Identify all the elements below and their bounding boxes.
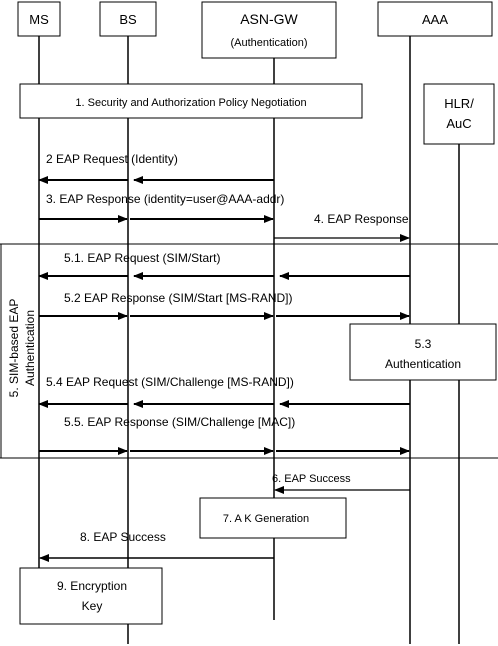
group-label-line2: Authentication xyxy=(23,310,37,386)
step-5-2-label: 5.2 EAP Response (SIM/Start [MS-RAND]) xyxy=(64,291,293,305)
step-9-box: 9. Encryption Key xyxy=(19,567,163,625)
entity-bs: BS xyxy=(99,1,157,37)
entity-ms: MS xyxy=(17,1,61,37)
step-1-label: 1. Security and Authorization Policy Neg… xyxy=(75,97,306,109)
entity-hlr-label: HLR/ xyxy=(444,96,474,111)
entity-aaa: AAA xyxy=(377,1,493,37)
step-5-1-message: 5.1. EAP Request (SIM/Start) xyxy=(38,251,410,280)
entity-ms-label: MS xyxy=(29,12,49,27)
step-5-3-label-line2: Authentication xyxy=(385,357,461,371)
entity-bs-label: BS xyxy=(119,12,137,27)
step-5-1-label: 5.1. EAP Request (SIM/Start) xyxy=(64,251,221,265)
step-5-4-message: 5.4 EAP Request (SIM/Challenge [MS-RAND]… xyxy=(38,375,410,408)
entity-asn-gw-sublabel: (Authentication) xyxy=(230,37,307,49)
step-5-2-message: 5.2 EAP Response (SIM/Start [MS-RAND]) xyxy=(39,291,410,320)
step-6-label: 6. EAP Success xyxy=(272,473,351,485)
step-9-label-line1: 9. Encryption xyxy=(57,579,127,593)
step-8-label: 8. EAP Success xyxy=(80,530,166,544)
step-9-label-line2: Key xyxy=(82,599,103,613)
entity-asn-gw-label: ASN-GW xyxy=(240,11,298,27)
step-3-message: 3. EAP Response (identity=user@AAA-addr) xyxy=(39,192,284,223)
step-5-5-label: 5.5. EAP Response (SIM/Challenge [MAC]) xyxy=(64,415,295,429)
step-5-3-box: 5.3 Authentication xyxy=(349,323,497,381)
entity-asn-gw: ASN-GW (Authentication) xyxy=(201,1,337,59)
step-6-message: 6. EAP Success xyxy=(272,473,410,494)
step-5-5-message: 5.5. EAP Response (SIM/Challenge [MAC]) xyxy=(39,415,410,455)
step-1-box: 1. Security and Authorization Policy Neg… xyxy=(19,83,363,119)
step-2-label: 2 EAP Request (Identity) xyxy=(46,152,178,166)
step-3-label: 3. EAP Response (identity=user@AAA-addr) xyxy=(46,192,284,206)
step-5-3-label-line1: 5.3 xyxy=(415,337,432,351)
entity-auc-label: AuC xyxy=(446,116,471,131)
step-8-message: 8. EAP Success xyxy=(39,530,274,562)
entity-hlr-auc: HLR/ AuC xyxy=(423,83,495,145)
step-7-box: 7. A K Generation xyxy=(199,497,347,539)
step-4-message: 4. EAP Response xyxy=(274,212,410,242)
entity-aaa-label: AAA xyxy=(422,12,448,27)
step-4-label: 4. EAP Response xyxy=(314,212,409,226)
group-sim-based-eap: 5. SIM-based EAP Authentication xyxy=(0,243,498,459)
group-label-line1: 5. SIM-based EAP xyxy=(7,299,21,398)
step-7-label: 7. A K Generation xyxy=(223,513,309,525)
step-2-message: 2 EAP Request (Identity) xyxy=(38,152,274,184)
step-5-4-label: 5.4 EAP Request (SIM/Challenge [MS-RAND]… xyxy=(46,375,294,389)
